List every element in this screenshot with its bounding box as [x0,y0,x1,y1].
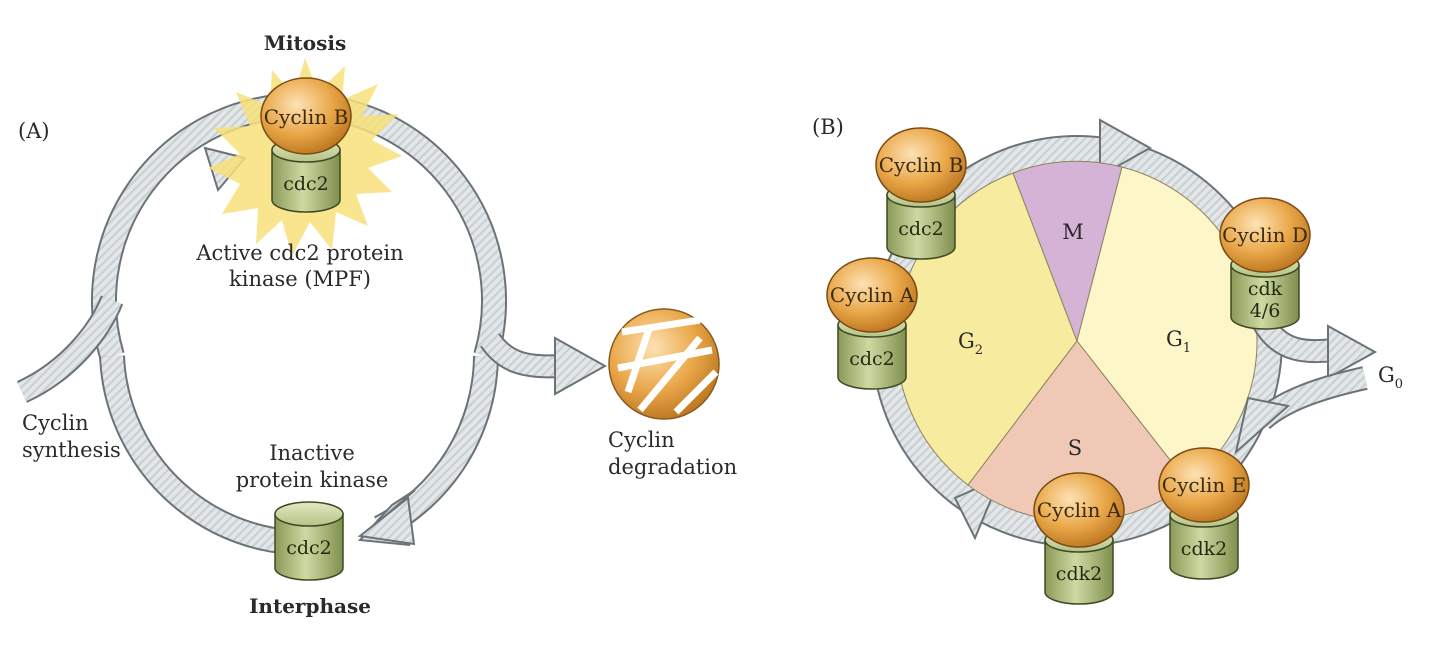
complex-2: Cyclin A cdc2 [826,257,918,390]
kinase-shape [1044,539,1114,605]
synthesis-label-line1: Cyclin [22,411,89,435]
kinase-label: cdk2 [1056,563,1102,585]
cyclin-label: Cyclin A [1037,498,1122,522]
inactive-caption-line2: protein kinase [236,468,389,492]
active-caption-line2: kinase (MPF) [229,267,371,291]
cyclin-shape [1158,447,1250,523]
cyclin-shape [1219,197,1311,273]
kinase-label: cdk2 [1181,538,1227,560]
active-complex: Cyclin B cdc2 [260,77,352,213]
active-kinase-label: cdc2 [283,173,329,195]
kinase-shape [1230,264,1300,330]
phase-G2-label: G2 [958,329,983,358]
synthesis-arrow [16,295,124,403]
kinase-label-line1: cdk [1248,278,1283,300]
complex-5: Cyclin A cdk2 [1033,472,1125,605]
kinase-label: cdc2 [849,348,895,370]
inactive-complex: cdc2 [274,501,344,581]
cyclin-label: Cyclin E [1162,473,1246,497]
inactive-kinase-label: cdc2 [286,537,332,559]
complex-1: Cyclin B cdc2 [875,127,967,260]
cyclin-label: Cyclin D [1222,223,1308,247]
phase-G1-label: G1 [1166,327,1191,356]
complex-4: Cyclin E cdk2 [1158,447,1250,580]
degraded-cyclin-icon [608,308,720,420]
inactive-caption-line1: Inactive [269,441,355,465]
mitosis-label: Mitosis [264,31,346,55]
degradation-label-line2: degradation [608,455,737,479]
degradation-label-line1: Cyclin [608,428,675,452]
panel-b: (B) M G2 G1 S G0 Cyclin [812,115,1403,605]
panel-b-label: (B) [812,115,844,139]
cyclin-label: Cyclin B [879,153,964,177]
cyclin-shape [875,127,967,203]
phase-S-label: S [1068,436,1082,460]
cyclin-shape [1033,472,1125,548]
panel-a-label: (A) [18,119,50,143]
phase-M [1012,160,1123,343]
cyclin-label: Cyclin A [830,283,915,307]
kinase-shape [837,324,907,390]
g0-label: G0 [1378,363,1403,392]
interphase-label: Interphase [249,594,371,618]
phase-M-label: M [1062,220,1084,244]
cyclin-shape [260,77,352,155]
synthesis-label-line2: synthesis [22,438,121,462]
active-caption-line1: Active cdc2 protein [195,241,403,265]
kinase-shape [886,194,956,260]
kinase-label: cdc2 [898,218,944,240]
cyclin-shape [826,257,918,333]
kinase-shape [1169,514,1239,580]
active-cyclin-label: Cyclin B [264,105,349,129]
panel-a: (A) [16,31,737,618]
degradation-arrow [480,332,608,396]
kinase-label-line2: 4/6 [1250,300,1281,322]
